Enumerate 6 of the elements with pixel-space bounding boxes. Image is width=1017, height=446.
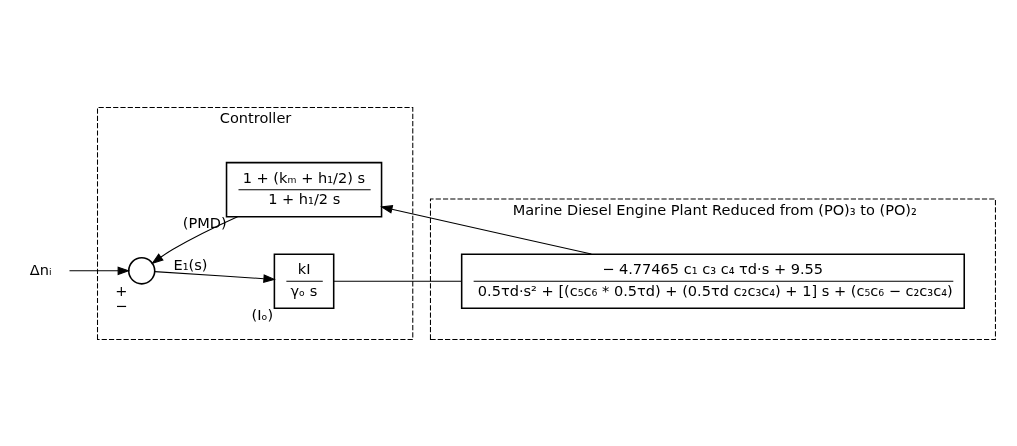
node-text: Δnᵢ — [29, 260, 52, 278]
edge-label: E₁(s) — [173, 255, 208, 273]
node-label: + — [115, 281, 128, 298]
node-label: (Iₒ) — [251, 305, 274, 323]
node-label: − — [115, 296, 128, 314]
node-label: (PMD) — [182, 213, 227, 231]
